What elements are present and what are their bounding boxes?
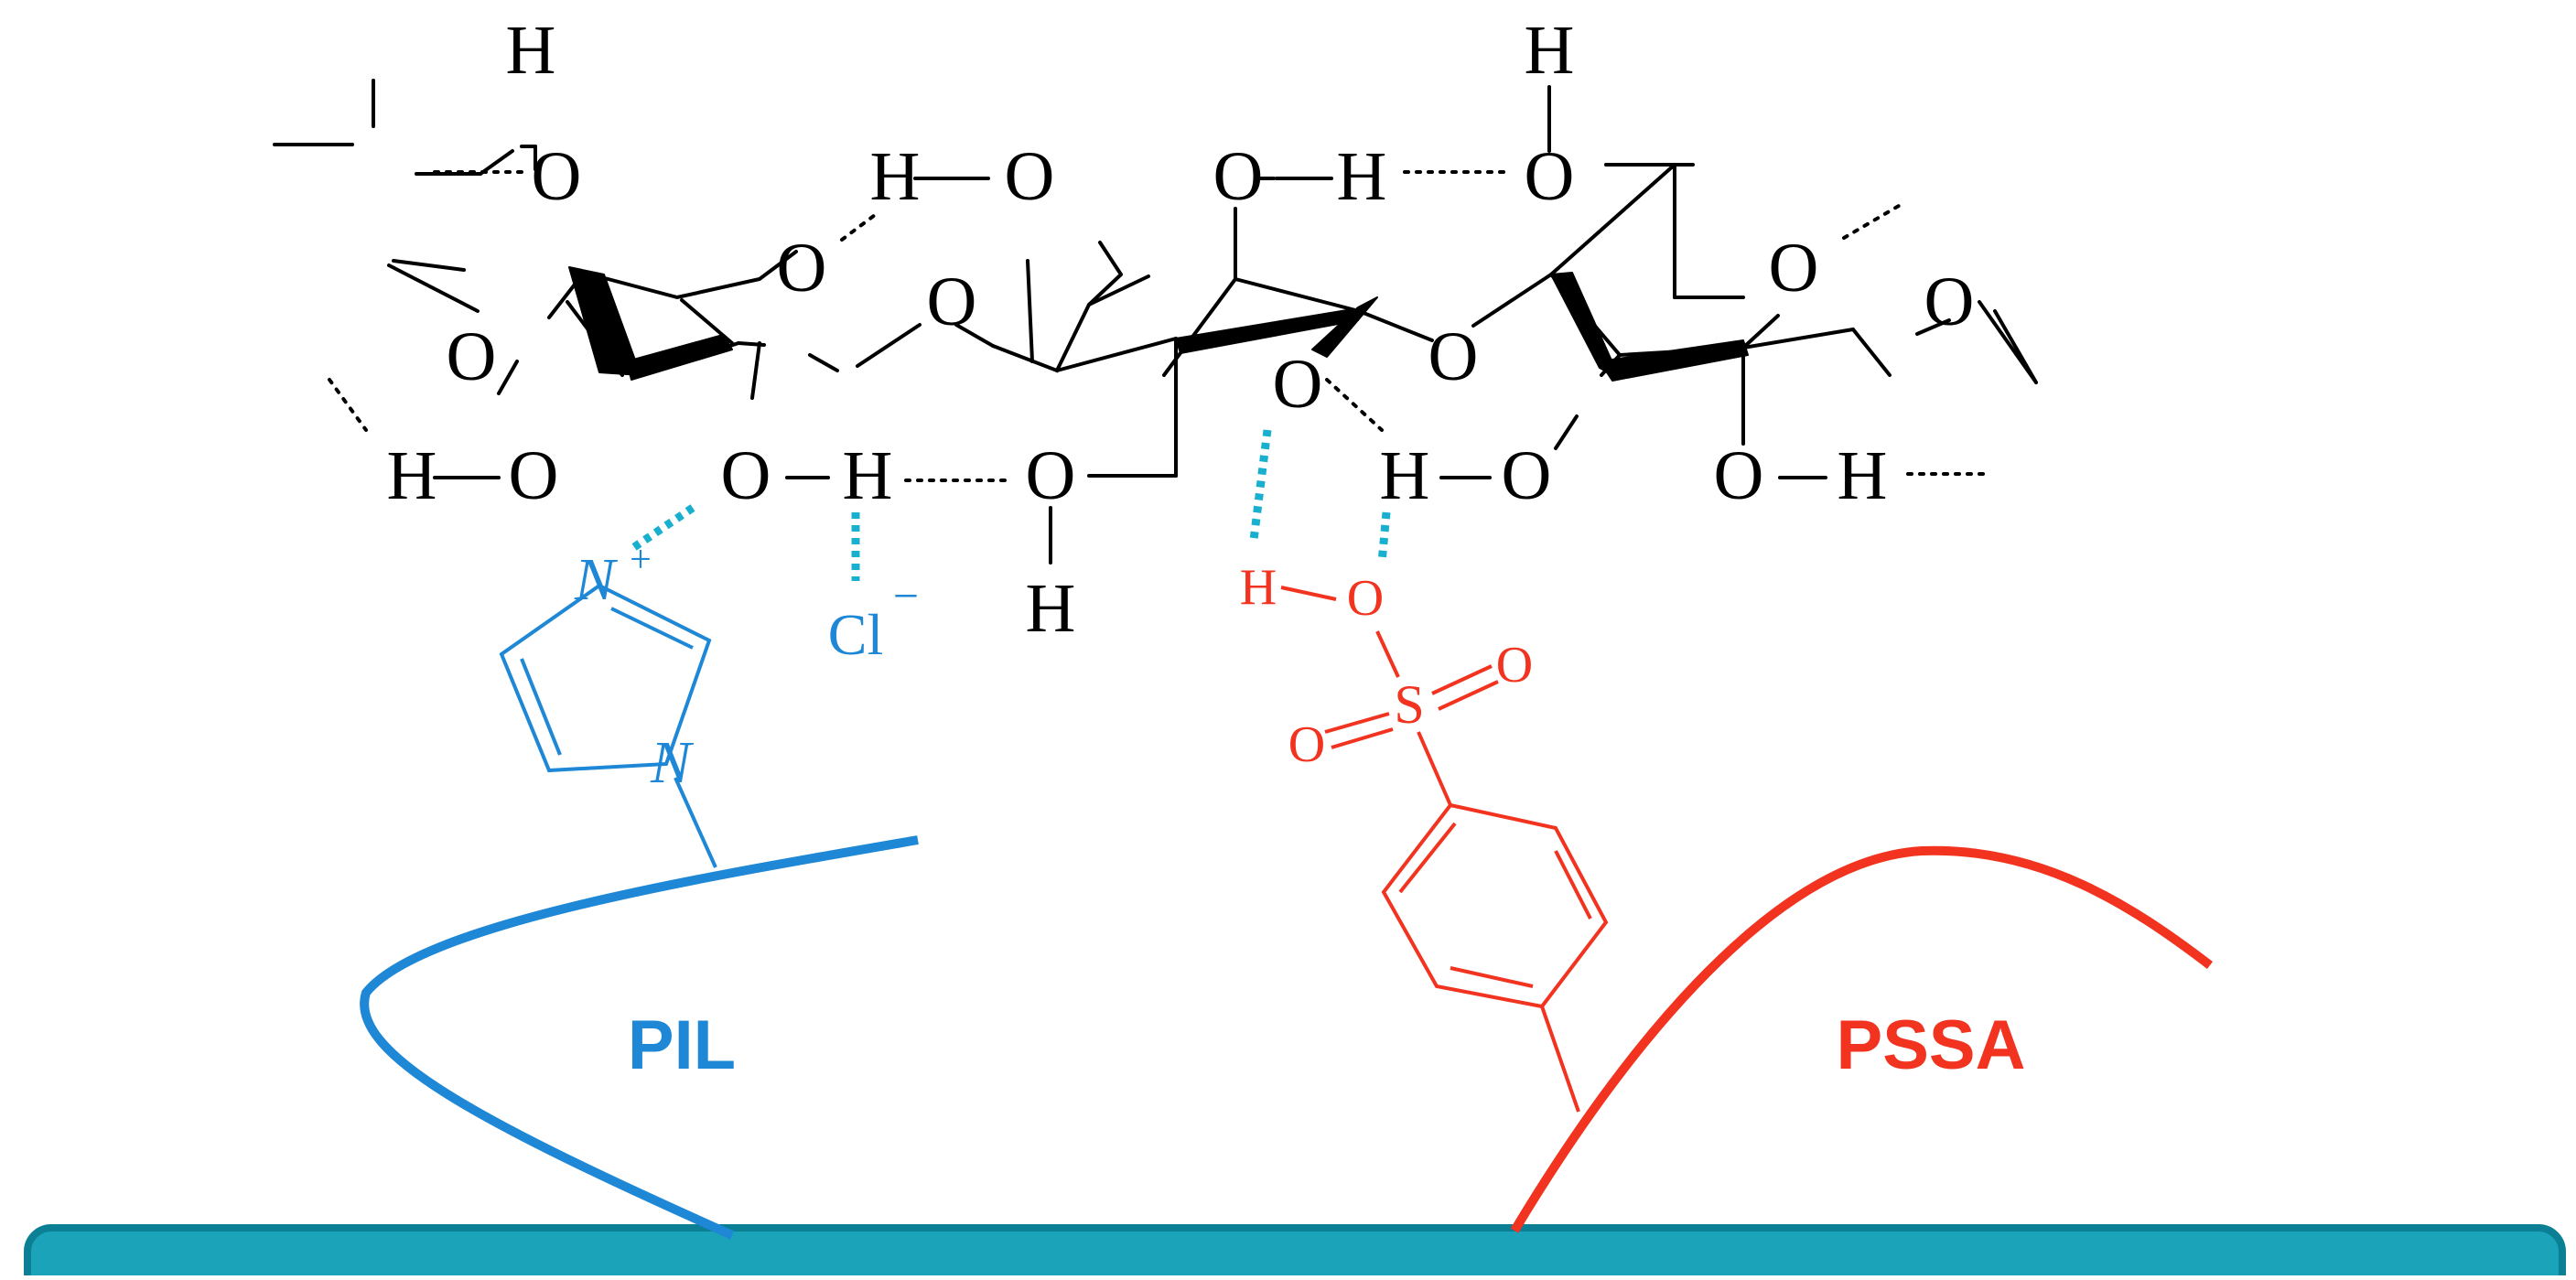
atom-h: H (506, 12, 556, 89)
atom-o: O (927, 264, 977, 340)
atom-o: O (1428, 318, 1479, 395)
atom-o: O (1502, 437, 1552, 514)
atom-n-plus: N (574, 546, 619, 613)
atom-h: H (870, 138, 921, 215)
atom-o: O (1005, 138, 1055, 215)
pil-group: N + N Cl − (360, 539, 919, 1240)
atom-o-sulfonyl: O (1496, 637, 1533, 694)
atom-h: H (1337, 138, 1387, 215)
charge-minus: − (893, 570, 919, 621)
pil-polymer-chain (360, 835, 919, 1240)
atom-o: O (1026, 437, 1076, 514)
cellulose-atoms: H O O O O H O H O O H O H O H O O H O H … (387, 12, 1975, 647)
atom-o-sulfonyl: O (1288, 716, 1325, 773)
atom-o: O (721, 437, 771, 514)
atom-o: O (1273, 346, 1323, 423)
substrate-surface (24, 1224, 2566, 1280)
atom-o: O (509, 437, 559, 514)
charge-plus: + (630, 539, 652, 581)
atom-o: O (1769, 230, 1819, 307)
chloride-ion: Cl (828, 602, 883, 667)
atom-o-acid: O (1347, 570, 1384, 627)
atom-h: H (387, 437, 437, 514)
atom-h: H (1525, 12, 1575, 89)
atom-o: O (1525, 138, 1575, 215)
atom-h-acid: H (1240, 559, 1277, 616)
atom-o: O (1714, 437, 1764, 514)
atom-s: S (1394, 674, 1424, 735)
pssa-label: PSSA (1837, 1006, 2026, 1084)
pssa-group: H O S O O (1240, 559, 2214, 1233)
cellulose-hbond-dots (328, 170, 1992, 482)
atom-n: N (650, 729, 695, 796)
atom-h: H (1380, 437, 1430, 514)
atom-o: O (532, 138, 582, 215)
cellulose-chain (273, 79, 2038, 565)
atom-h: H (1838, 437, 1888, 514)
atom-o: O (447, 318, 497, 395)
interaction-hbonds (629, 429, 1391, 581)
cellulose-oh-bonds (433, 177, 2038, 479)
atom-o: O (777, 230, 827, 307)
atom-o: O (1924, 264, 1975, 340)
pil-label: PIL (628, 1006, 736, 1084)
pssa-polymer-chain (1510, 845, 2214, 1233)
atom-h: H (843, 437, 893, 514)
atom-h: H (1026, 570, 1076, 647)
atom-o: O (1213, 138, 1264, 215)
